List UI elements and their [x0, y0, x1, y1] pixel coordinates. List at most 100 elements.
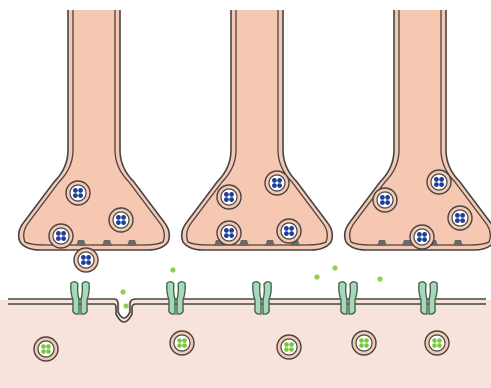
neurotransmitter-dot	[41, 349, 46, 354]
neurotransmitter-dot	[41, 344, 46, 349]
neurotransmitter-dot	[78, 188, 83, 193]
neurotransmitter-dot	[182, 338, 187, 343]
free-neurotransmitter	[332, 265, 337, 270]
neurotransmitter-dot	[116, 215, 121, 220]
neurotransmitter-dot	[224, 233, 229, 238]
presynaptic-vesicle	[277, 219, 301, 243]
neurotransmitter-dot	[277, 183, 282, 188]
neurotransmitter-dot	[46, 349, 51, 354]
neurotransmitter-dot	[284, 342, 289, 347]
free-neurotransmitter	[120, 289, 125, 294]
vesicle-lumen	[414, 229, 430, 245]
vesicle-lumen	[281, 223, 297, 239]
neurotransmitter-dot	[380, 200, 385, 205]
neurotransmitter-dot	[73, 188, 78, 193]
vesicle-lumen	[269, 175, 285, 191]
presynaptic-terminals	[19, 10, 491, 272]
presynaptic-vesicle	[427, 170, 451, 194]
neurotransmitter-dot	[116, 220, 121, 225]
neurotransmitter-dot	[277, 178, 282, 183]
free-neurotransmitter	[377, 276, 382, 281]
neurotransmitter-dot	[284, 231, 289, 236]
vesicle-lumen	[221, 225, 237, 241]
neurotransmitter-dot	[434, 177, 439, 182]
neurotransmitter-dot	[455, 213, 460, 218]
vesicle-lumen	[113, 212, 129, 228]
presynaptic-vesicle	[373, 188, 397, 212]
neurotransmitter-dot	[359, 343, 364, 348]
neurotransmitter-dot	[439, 177, 444, 182]
free-neurotransmitter	[170, 267, 175, 272]
vesicle-lumen	[174, 335, 190, 351]
neurotransmitter-dot	[46, 344, 51, 349]
neurotransmitter-dot	[385, 200, 390, 205]
vesicle-lumen	[281, 339, 297, 355]
neurotransmitter-dot	[86, 255, 91, 260]
vesicle-lumen	[78, 252, 94, 268]
neurotransmitter-dot	[229, 228, 234, 233]
neurotransmitter-dot	[432, 338, 437, 343]
free-neurotransmitter	[314, 274, 319, 279]
neurotransmitter-dot	[417, 237, 422, 242]
neurotransmitter-dot	[284, 347, 289, 352]
neurotransmitter-dot	[460, 218, 465, 223]
presynaptic-vesicle	[217, 221, 241, 245]
neurotransmitter-dot	[81, 255, 86, 260]
vesicle-lumen	[377, 192, 393, 208]
neurotransmitter-dot	[224, 192, 229, 197]
neurotransmitter-dot	[182, 343, 187, 348]
neurotransmitter-dot	[289, 231, 294, 236]
neurotransmitter-dot	[81, 260, 86, 265]
neurotransmitter-dot	[56, 231, 61, 236]
vesicle-lumen	[431, 174, 447, 190]
neurotransmitter-dot	[272, 183, 277, 188]
vesicle-lumen	[38, 341, 54, 357]
neurotransmitter-dot	[422, 237, 427, 242]
neurotransmitter-dot	[455, 218, 460, 223]
neurotransmitter-dot	[61, 236, 66, 241]
neurotransmitter-dot	[422, 232, 427, 237]
neurotransmitter-dot	[437, 338, 442, 343]
presynaptic-vesicle	[66, 181, 90, 205]
neurotransmitter-dot	[380, 195, 385, 200]
neurotransmitter-dot	[289, 226, 294, 231]
postsynaptic-vesicle	[425, 331, 449, 355]
neurotransmitter-dot	[224, 228, 229, 233]
neurotransmitter-dot	[364, 343, 369, 348]
neurotransmitter-dot	[272, 178, 277, 183]
presynaptic-vesicle	[109, 208, 133, 232]
presynaptic-vesicle	[74, 248, 98, 272]
neurotransmitter-dot	[177, 338, 182, 343]
vesicle-lumen	[221, 189, 237, 205]
postsynaptic-vesicle	[170, 331, 194, 355]
postsynaptic-vesicle	[277, 335, 301, 359]
neurotransmitter-dot	[56, 236, 61, 241]
presynaptic-vesicle	[265, 171, 289, 195]
neurotransmitter-dot	[121, 215, 126, 220]
neurotransmitter-dot	[229, 192, 234, 197]
neurotransmitter-dot	[364, 338, 369, 343]
neurotransmitter-dot	[359, 338, 364, 343]
neurotransmitter-dot	[434, 182, 439, 187]
neurotransmitter-dot	[417, 232, 422, 237]
neurotransmitter-dot	[121, 220, 126, 225]
vesicle-lumen	[70, 185, 86, 201]
vesicle-lumen	[53, 228, 69, 244]
neurotransmitter-dot	[439, 182, 444, 187]
vesicle-lumen	[429, 335, 445, 351]
neurotransmitter-dot	[224, 197, 229, 202]
neurotransmitter-dot	[73, 193, 78, 198]
postsynaptic-vesicle	[34, 337, 58, 361]
neurotransmitter-dot	[284, 226, 289, 231]
neurotransmitter-dot	[177, 343, 182, 348]
neurotransmitter-dot	[229, 197, 234, 202]
neurotransmitter-dot	[437, 343, 442, 348]
neurotransmitter-dot	[61, 231, 66, 236]
presynaptic-vesicle	[448, 206, 472, 230]
neurotransmitter-dot	[432, 343, 437, 348]
neurotransmitter-dot	[385, 195, 390, 200]
presynaptic-vesicle	[49, 224, 73, 248]
presynaptic-vesicle	[217, 185, 241, 209]
neurotransmitter-dot	[289, 347, 294, 352]
